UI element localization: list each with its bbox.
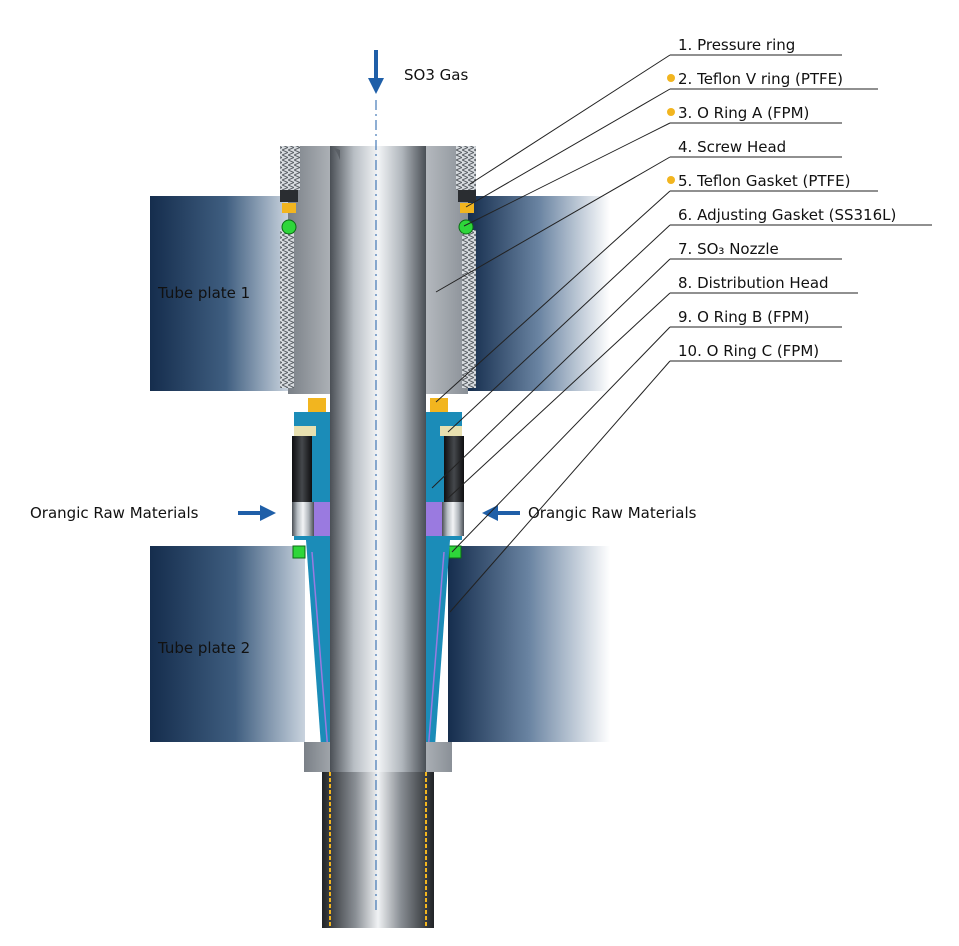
leader-line <box>447 224 671 433</box>
leader-line <box>463 122 671 227</box>
part-label-text: 6. Adjusting Gasket (SS316L) <box>678 206 896 224</box>
pressure-ring-right <box>458 190 476 235</box>
raw-materials-right-arrow <box>482 505 520 521</box>
part-label-4: 4. Screw Head <box>435 138 842 293</box>
tube-plate-1 <box>150 196 610 391</box>
distribution-housing <box>292 412 464 540</box>
tube-plate-2-label: Tube plate 2 <box>157 639 250 657</box>
leader-line <box>435 190 671 403</box>
o-ring-b <box>292 545 462 559</box>
part-label-9: 9. O Ring B (FPM) <box>451 308 842 553</box>
part-label-text: 1. Pressure ring <box>678 36 795 54</box>
outlet-tube <box>322 772 434 928</box>
leader-line <box>435 156 671 293</box>
part-label-3: 3. O Ring A (FPM) <box>463 104 842 227</box>
teflon-gasket <box>308 398 448 412</box>
so3-central-tube <box>330 146 426 774</box>
part-label-text: 7. SO₃ Nozzle <box>678 240 779 258</box>
leader-line <box>469 54 671 185</box>
marker-dot <box>667 176 675 184</box>
parts-legend: 1. Pressure ring 2. Teflon V ring (PTFE) 3… <box>431 36 932 613</box>
part-label-text: 10. O Ring C (FPM) <box>678 342 819 360</box>
raw-materials-left-arrow <box>238 505 276 521</box>
leader-line <box>465 88 671 208</box>
part-label-2: 2. Teflon V ring (PTFE) <box>465 70 878 208</box>
marker-dot <box>667 74 675 82</box>
so3-gas-arrow <box>368 50 384 94</box>
part-label-1: 1. Pressure ring <box>469 36 842 185</box>
part-label-text: 4. Screw Head <box>678 138 786 156</box>
pressure-ring-left <box>280 190 298 235</box>
tube-plate-2 <box>150 546 610 742</box>
part-label-text: 9. O Ring B (FPM) <box>678 308 809 326</box>
leader-line <box>451 326 671 553</box>
tube-plate-1-label: Tube plate 1 <box>157 284 250 302</box>
part-label-8: 8. Distribution Head <box>445 274 858 501</box>
raw-materials-left-label: Orangic Raw Materials <box>30 504 199 522</box>
part-label-7: 7. SO₃ Nozzle <box>431 240 842 489</box>
part-label-text: 3. O Ring A (FPM) <box>678 104 809 122</box>
so3-gas-label: SO3 Gas <box>404 66 468 84</box>
leader-line <box>445 292 671 501</box>
marker-dot <box>667 108 675 116</box>
part-label-text: 8. Distribution Head <box>678 274 829 292</box>
leader-line <box>449 360 671 613</box>
part-label-text: 2. Teflon V ring (PTFE) <box>678 70 843 88</box>
part-label-10: 10. O Ring C (FPM) <box>449 342 842 613</box>
raw-materials-right-label: Orangic Raw Materials <box>528 504 697 522</box>
part-label-6: 6. Adjusting Gasket (SS316L) <box>447 206 932 433</box>
leader-line <box>431 258 671 489</box>
part-label-text: 5. Teflon Gasket (PTFE) <box>678 172 851 190</box>
part-label-5: 5. Teflon Gasket (PTFE) <box>435 172 878 403</box>
